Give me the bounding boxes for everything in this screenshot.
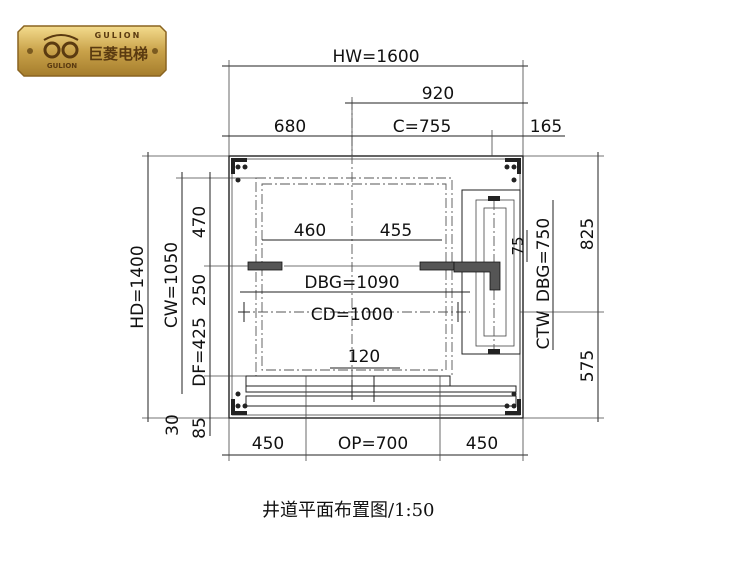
dim-df: DF=425 xyxy=(190,317,210,387)
inner-dimensions: 460 455 DBG=1090 CD=1000 120 xyxy=(240,221,470,369)
dim-460: 460 xyxy=(294,221,326,241)
dim-hd: HD=1400 xyxy=(128,245,148,328)
dim-75: 75 xyxy=(509,236,527,255)
dim-dbg1090: DBG=1090 xyxy=(304,273,399,293)
bottom-dimensions: 450 OP=700 450 xyxy=(222,406,528,461)
rail-right xyxy=(419,261,455,271)
dim-250: 250 xyxy=(190,274,210,306)
dim-455: 455 xyxy=(380,221,412,241)
dim-hw: HW=1600 xyxy=(332,47,419,67)
dim-bottom-450-right: 450 xyxy=(466,434,498,454)
logo-rivet-left xyxy=(27,48,33,54)
rail-left xyxy=(247,261,283,271)
logo-mark-icon xyxy=(43,34,79,59)
dim-cw: CW=1050 xyxy=(162,242,182,328)
corner-brackets xyxy=(231,158,521,415)
counterweight-frame xyxy=(453,189,521,355)
left-dimensions: HD=1400 CW=1050 470 250 DF=425 30 85 xyxy=(128,152,256,439)
bracket-bottom-right xyxy=(504,391,521,415)
logo-mark-text: GULION xyxy=(47,62,77,70)
cwt-rail-bracket xyxy=(453,261,501,291)
dim-30: 30 xyxy=(163,414,183,436)
logo-brand-cn: 巨菱电梯 xyxy=(88,45,148,63)
logo-plate xyxy=(17,25,167,77)
dim-165: 165 xyxy=(530,117,562,137)
dim-cd: CD=1000 xyxy=(311,305,393,325)
dim-825: 825 xyxy=(578,218,598,250)
bracket-top-left xyxy=(231,158,248,183)
dim-ctw: CTW xyxy=(534,310,554,349)
dim-120: 120 xyxy=(348,347,380,367)
logo-rivet-right xyxy=(152,48,158,54)
dim-85: 85 xyxy=(190,417,210,439)
dim-470: 470 xyxy=(190,206,210,238)
door-sill xyxy=(245,375,517,407)
dim-680: 680 xyxy=(274,117,306,137)
dim-bottom-450-left: 450 xyxy=(252,434,284,454)
top-dimensions: HW=1600 920 680 C=755 165 xyxy=(222,47,565,156)
drawing-caption: 井道平面布置图/1:50 xyxy=(262,500,435,521)
right-dimensions: 75 DBG=750 CTW 825 575 xyxy=(509,152,604,422)
brand-logo: GULION GULION 巨菱电梯 xyxy=(17,25,167,77)
car-guide-rails xyxy=(238,261,459,322)
dim-920: 920 xyxy=(422,84,454,104)
dim-dbg750: DBG=750 xyxy=(534,218,554,302)
bracket-bottom-left xyxy=(231,391,248,415)
bracket-top-right xyxy=(504,158,521,183)
logo-brand-en: GULION xyxy=(95,31,142,40)
dim-c: C=755 xyxy=(393,117,452,137)
dim-op: OP=700 xyxy=(338,434,408,454)
dim-575: 575 xyxy=(578,350,598,382)
